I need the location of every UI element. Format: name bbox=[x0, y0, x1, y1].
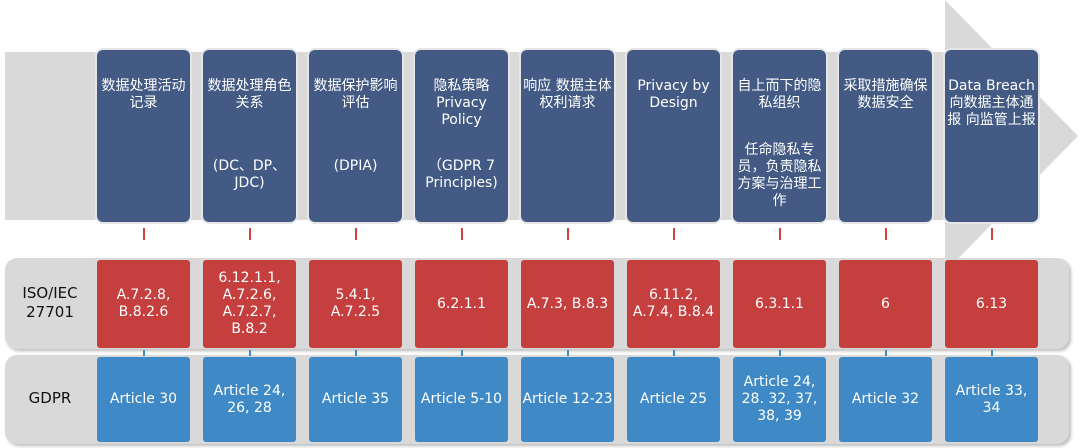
step-title: Privacy by Design bbox=[637, 78, 710, 111]
connector-tick bbox=[673, 350, 675, 356]
connector-tick bbox=[991, 228, 993, 240]
step-note: (DC、DP、JDC) bbox=[212, 158, 287, 191]
step-note: （GDPR 7 Principles) bbox=[425, 158, 498, 191]
gdpr-article-cell: Article 5-10 bbox=[415, 357, 508, 442]
process-step-5: 响应 数据主体 权利请求 bbox=[521, 50, 614, 222]
process-step-3: 数据保护影响评估 (DPIA) bbox=[309, 50, 402, 222]
step-note: 任命隐私专员，负责隐私方案与治理工作 bbox=[737, 142, 822, 209]
gdpr-article-cell: Article 35 bbox=[309, 357, 402, 442]
connector-tick bbox=[567, 350, 569, 356]
connector-tick bbox=[143, 228, 145, 240]
iso-clause-cell: A.7.2.8, B.8.2.6 bbox=[97, 260, 190, 348]
connector-tick bbox=[991, 350, 993, 356]
connector-tick bbox=[249, 350, 251, 356]
process-step-7: 自上而下的隐私组织任命隐私专员，负责隐私方案与治理工作 bbox=[733, 50, 826, 222]
process-step-9: Data Breach 向数据主体通报 向监管上报 bbox=[945, 50, 1038, 222]
connector-tick bbox=[249, 228, 251, 240]
iso-clause-cell: 5.4.1, A.7.2.5 bbox=[309, 260, 402, 348]
step-title: 自上而下的隐私组织 bbox=[737, 78, 822, 111]
connector-tick bbox=[355, 350, 357, 356]
process-step-6: Privacy by Design bbox=[627, 50, 720, 222]
gdpr-article-cell: Article 32 bbox=[839, 357, 932, 442]
connector-tick bbox=[567, 228, 569, 240]
gdpr-row-label: GDPR bbox=[28, 389, 72, 407]
step-title: 数据保护影响评估 bbox=[313, 78, 398, 111]
iso-clause-cell: 6 bbox=[839, 260, 932, 348]
process-step-2: 数据处理角色关系 (DC、DP、JDC) bbox=[203, 50, 296, 222]
connector-tick bbox=[461, 350, 463, 356]
iso-clause-cell: 6.3.1.1 bbox=[733, 260, 826, 348]
gdpr-article-cell: Article 33, 34 bbox=[945, 357, 1038, 442]
connector-tick bbox=[885, 228, 887, 240]
gdpr-article-cell: Article 12-23 bbox=[521, 357, 614, 442]
step-title: Data Breach 向数据主体通报 向监管上报 bbox=[947, 78, 1036, 128]
connector-tick bbox=[143, 350, 145, 356]
connector-tick bbox=[885, 350, 887, 356]
step-title: 数据处理活动记录 bbox=[101, 78, 186, 111]
step-note: (DPIA) bbox=[333, 158, 378, 174]
iso-clause-cell: 6.13 bbox=[945, 260, 1038, 348]
iso-row-label: ISO/IEC 27701 bbox=[22, 284, 78, 321]
gdpr-article-cell: Article 24, 26, 28 bbox=[203, 357, 296, 442]
connector-tick bbox=[355, 228, 357, 240]
iso-clause-cell: 6.11.2, A.7.4, B.8.4 bbox=[627, 260, 720, 348]
process-step-8: 采取措施确保数据安全 bbox=[839, 50, 932, 222]
iso-clause-cell: 6.12.1.1, A.7.2.6, A.7.2.7, B.8.2 bbox=[203, 260, 296, 348]
connector-tick bbox=[779, 350, 781, 356]
connector-tick bbox=[673, 228, 675, 240]
iso-clause-cell: A.7.3, B.8.3 bbox=[521, 260, 614, 348]
step-title: 响应 数据主体 权利请求 bbox=[523, 78, 612, 111]
iso-clause-cell: 6.2.1.1 bbox=[415, 260, 508, 348]
step-title: 数据处理角色关系 bbox=[207, 78, 292, 111]
connector-tick bbox=[461, 228, 463, 240]
step-title: 隐私策略 Privacy Policy bbox=[433, 78, 490, 128]
connector-tick bbox=[779, 228, 781, 240]
step-title: 采取措施确保数据安全 bbox=[843, 78, 928, 111]
gdpr-article-cell: Article 24, 28. 32, 37, 38, 39 bbox=[733, 357, 826, 442]
gdpr-article-cell: Article 25 bbox=[627, 357, 720, 442]
process-step-4: 隐私策略 Privacy Policy （GDPR 7 Principles) bbox=[415, 50, 508, 222]
gdpr-article-cell: Article 30 bbox=[97, 357, 190, 442]
process-step-1: 数据处理活动记录 bbox=[97, 50, 190, 222]
